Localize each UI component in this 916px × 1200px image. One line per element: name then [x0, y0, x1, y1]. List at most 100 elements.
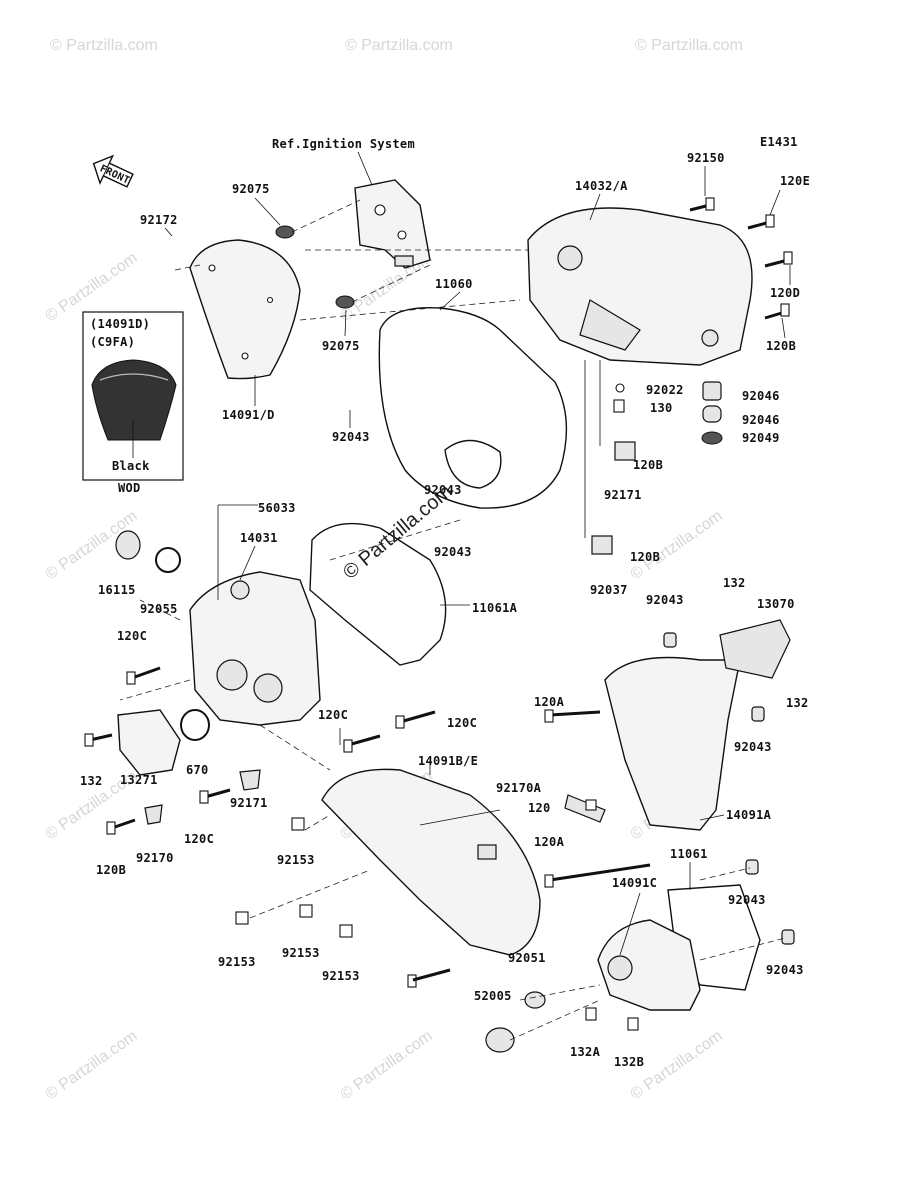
- part-label: 132B: [614, 1055, 644, 1069]
- watermark: © Partzilla.com: [338, 1028, 436, 1104]
- watermark: © Partzilla.com: [635, 37, 743, 54]
- part-label: 120B: [633, 458, 663, 472]
- inset-cover-drawing: [91, 359, 177, 441]
- part-label: 120E: [780, 174, 810, 188]
- part-label: 92170A: [496, 781, 542, 795]
- part-label: 92051: [508, 951, 546, 965]
- cover-14091d: [189, 239, 301, 380]
- part-label: 132A: [570, 1045, 601, 1059]
- part-label: 120D: [770, 286, 800, 300]
- oring-670: [180, 709, 210, 741]
- part-label: 92037: [590, 583, 628, 597]
- part-label: 670: [186, 763, 209, 777]
- part-label: 130: [650, 401, 673, 415]
- cover-14031: [189, 571, 321, 726]
- part-label: 14091/D: [222, 408, 275, 422]
- inset-opt: WOD: [118, 481, 141, 495]
- part-label: 92022: [646, 383, 684, 397]
- inset-box: (14091D) (C9FA) Black WOD: [82, 311, 184, 495]
- watermark: © Partzilla.com: [345, 37, 453, 54]
- part-label: 120C: [318, 708, 348, 722]
- part-label: 14031: [240, 531, 278, 545]
- part-label: 92075: [322, 339, 360, 353]
- part-label: 92049: [742, 431, 780, 445]
- clip-92037: [591, 535, 613, 555]
- part-label: 92043: [424, 483, 462, 497]
- diagram-code: E1431: [760, 135, 798, 149]
- part-label: 92153: [322, 969, 360, 983]
- oring-92055: [155, 547, 181, 573]
- part-label: 92043: [434, 545, 472, 559]
- part-label: 132: [80, 774, 103, 788]
- watermark: © Partzilla.com: [43, 1028, 141, 1104]
- cover-14091c: [597, 919, 701, 1011]
- part-label: 11060: [435, 277, 473, 291]
- part-label: 11061: [670, 847, 708, 861]
- part-label: 120B: [630, 550, 660, 564]
- ref-note: Ref.Ignition System: [272, 137, 415, 151]
- part-label: 132: [723, 576, 746, 590]
- bolts-92153: [235, 817, 451, 988]
- clip-92171: [614, 441, 636, 461]
- part-label: 92043: [646, 593, 684, 607]
- part-label: 92153: [282, 946, 320, 960]
- part-label: 52005: [474, 989, 512, 1003]
- part-label: 14091B/E: [418, 754, 478, 768]
- part-label: 120C: [117, 629, 147, 643]
- part-labels: 92172 92075 92075 14091/D 11060 92043 92…: [80, 151, 810, 1069]
- part-label: 120C: [447, 716, 477, 730]
- watermark: © Partzilla.com: [628, 508, 726, 584]
- front-arrow-icon: FRONT: [92, 154, 134, 188]
- inset-code: (14091D): [90, 317, 150, 331]
- cover-14032a: [527, 207, 753, 366]
- assembly-lines: [119, 249, 786, 1041]
- part-label: 14091A: [726, 808, 772, 822]
- part-label: 16115: [98, 583, 136, 597]
- part-label: 14032/A: [575, 179, 628, 193]
- clip-92170: [144, 804, 163, 825]
- leader-lines: [164, 166, 791, 956]
- part-label: 120: [528, 801, 551, 815]
- part-label: 92046: [742, 389, 780, 403]
- part-label: 92170: [136, 851, 174, 865]
- part-label: 92153: [218, 955, 256, 969]
- seal-52005: [485, 1027, 515, 1053]
- part-label: 13271: [120, 773, 158, 787]
- part-label: 132: [786, 696, 809, 710]
- part-label: 92172: [140, 213, 178, 227]
- part-label: 92043: [766, 963, 804, 977]
- part-label: 120B: [766, 339, 796, 353]
- bolts-left: [84, 666, 436, 835]
- part-label: 92171: [230, 796, 268, 810]
- part-label: 92043: [728, 893, 766, 907]
- housing-14091a: [604, 656, 741, 831]
- plate-13070: [719, 619, 791, 679]
- part-label: 92055: [140, 602, 178, 616]
- strap-92170a: [564, 794, 606, 823]
- part-label: 92153: [277, 853, 315, 867]
- part-label: 120A: [534, 695, 565, 709]
- plug-16115: [115, 530, 141, 560]
- part-label: 13070: [757, 597, 795, 611]
- gasket-11060: [378, 306, 568, 509]
- bolts-top-right: [689, 197, 793, 320]
- inset-color: Black: [112, 459, 150, 473]
- part-label: 120B: [96, 863, 126, 877]
- inset-color-code: (C9FA): [90, 335, 135, 349]
- ignition-bracket: [354, 179, 431, 269]
- part-label: 92171: [604, 488, 642, 502]
- seal-92051: [524, 991, 546, 1009]
- clip-92171-lower: [239, 769, 261, 791]
- part-label: 92046: [742, 413, 780, 427]
- part-label: 92043: [734, 740, 772, 754]
- part-label: 120A: [534, 835, 565, 849]
- part-label: 92043: [332, 430, 370, 444]
- part-label: 92150: [687, 151, 725, 165]
- part-label: 14091C: [612, 876, 657, 890]
- gasket-11061a: [309, 522, 447, 666]
- part-label: 120C: [184, 832, 214, 846]
- cover-14091be: [321, 768, 541, 956]
- part-label: 92075: [232, 182, 270, 196]
- part-label: 11061A: [472, 601, 518, 615]
